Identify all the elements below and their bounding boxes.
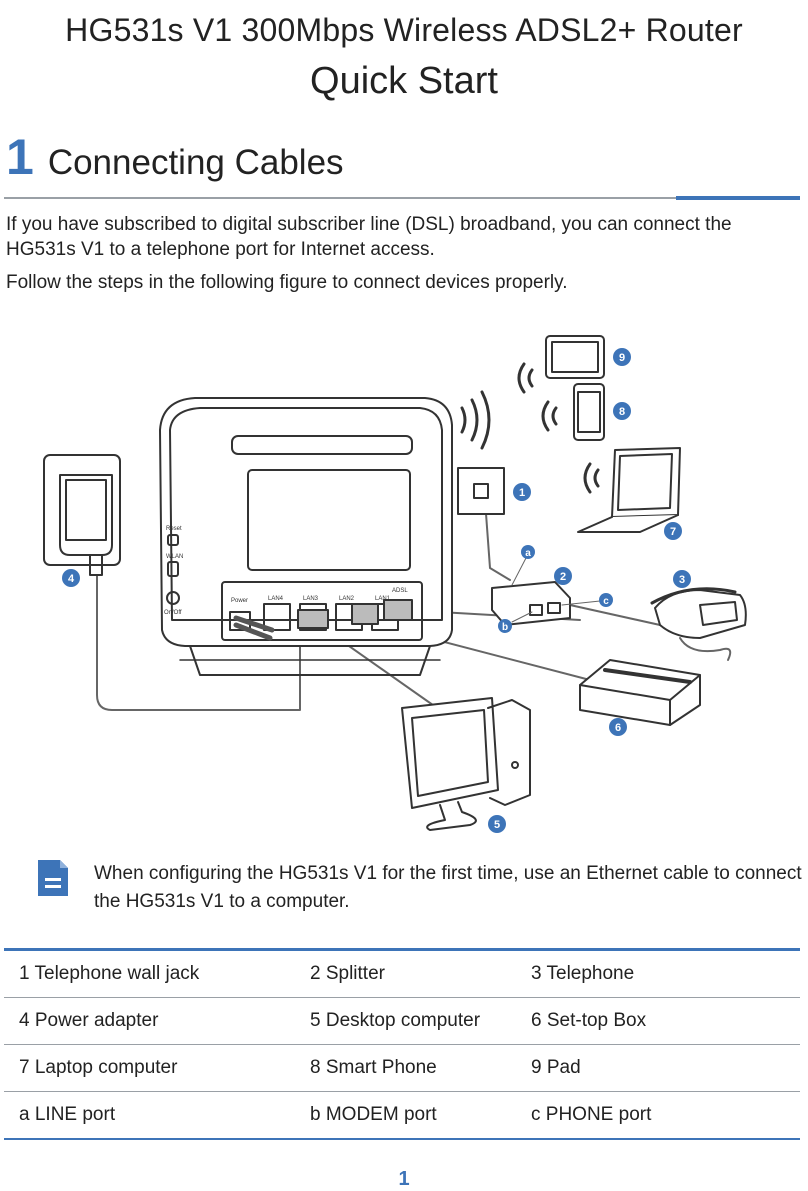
callout-8: 8: [613, 402, 631, 420]
legend-cell: a LINE port: [4, 1091, 295, 1140]
legend-cell: b MODEM port: [295, 1091, 516, 1140]
svg-text:5: 5: [494, 819, 500, 831]
desktop-computer: [401, 697, 531, 831]
table-row: a LINE port b MODEM port c PHONE port: [4, 1091, 800, 1140]
router: [159, 397, 453, 676]
legend-cell: 3 Telephone: [516, 948, 800, 998]
legend-cell: 5 Desktop computer: [295, 997, 516, 1045]
section-rule-accent: [676, 196, 800, 200]
svg-text:6: 6: [615, 722, 621, 734]
legend-cell: 1 Telephone wall jack: [4, 948, 295, 998]
callout-c: c: [561, 593, 613, 607]
callout-a: a: [511, 545, 535, 586]
callout-2: 2: [554, 567, 572, 585]
wifi-waves: [460, 362, 600, 494]
port-label-lan2: LAN2: [339, 596, 355, 602]
legend-cell: 2 Splitter: [295, 948, 516, 998]
legend-cell: 7 Laptop computer: [4, 1044, 295, 1092]
splitter: [491, 581, 571, 626]
port-label-power: Power: [231, 598, 248, 604]
port-label-lan3: LAN3: [303, 596, 319, 602]
svg-text:b: b: [502, 622, 508, 633]
intro-paragraph: If you have subscribed to digital subscr…: [6, 214, 732, 260]
power-adapter: [43, 454, 121, 576]
table-row: 4 Power adapter 5 Desktop computer 6 Set…: [4, 997, 800, 1045]
svg-text:8: 8: [619, 406, 625, 418]
wall-jack: [457, 467, 505, 515]
legend-cell: 8 Smart Phone: [295, 1044, 516, 1092]
callout-5: 5: [488, 815, 506, 833]
callout-b: b: [498, 611, 533, 633]
callout-3: 3: [673, 570, 691, 588]
port-label-adsl: ADSL: [392, 588, 408, 594]
power-cable: [96, 574, 301, 711]
section-number: 1: [6, 129, 34, 185]
connection-diagram: Power LAN4 LAN3 LAN2 LAN1 ADSL Reset WLA…: [43, 335, 747, 833]
section-rule: [4, 197, 684, 199]
section-title: Connecting Cables: [47, 143, 344, 182]
port-label-lan1: LAN1: [375, 596, 391, 602]
callout-7: 7: [664, 522, 682, 540]
svg-text:4: 4: [68, 573, 75, 585]
legend-cell: 9 Pad: [516, 1044, 800, 1092]
note-text: When configuring the HG531s V1 for the f…: [94, 863, 802, 912]
svg-text:7: 7: [670, 526, 676, 538]
legend-cell: c PHONE port: [516, 1091, 800, 1140]
pad: [545, 335, 605, 379]
legend-table: 1 Telephone wall jack 2 Splitter 3 Telep…: [4, 948, 800, 1140]
callout-9: 9: [613, 348, 631, 366]
svg-text:a: a: [525, 548, 531, 559]
side-label-wlan: WLAN: [166, 554, 183, 560]
document-title: HG531s V1 300Mbps Wireless ADSL2+ Router: [65, 12, 743, 48]
telephone: [650, 587, 747, 661]
side-label-onoff: On/Off: [164, 610, 182, 616]
laptop-computer: [577, 447, 681, 533]
port-label-lan4: LAN4: [268, 596, 284, 602]
line-cable: [484, 499, 511, 581]
callout-4: 4: [62, 569, 80, 587]
svg-text:c: c: [603, 596, 609, 607]
document-subtitle: Quick Start: [310, 60, 498, 102]
instruction-paragraph: Follow the steps in the following figure…: [6, 272, 568, 293]
phone-cable: [569, 604, 661, 626]
table-row: 7 Laptop computer 8 Smart Phone 9 Pad: [4, 1044, 800, 1092]
callout-6: 6: [609, 718, 627, 736]
svg-text:1: 1: [519, 487, 525, 499]
legend-cell: 4 Power adapter: [4, 997, 295, 1045]
smart-phone: [573, 383, 605, 441]
section-heading: 1 Connecting Cables: [6, 128, 344, 186]
svg-text:9: 9: [619, 352, 625, 364]
side-label-reset: Reset: [166, 526, 182, 532]
svg-text:3: 3: [679, 574, 685, 586]
page-number: 1: [398, 1168, 410, 1190]
note-icon: [38, 860, 68, 896]
table-row: 1 Telephone wall jack 2 Splitter 3 Telep…: [4, 948, 800, 998]
svg-text:2: 2: [560, 571, 566, 583]
callout-1: 1: [513, 483, 531, 501]
set-top-box: [579, 659, 701, 726]
legend-cell: 6 Set-top Box: [516, 997, 800, 1045]
